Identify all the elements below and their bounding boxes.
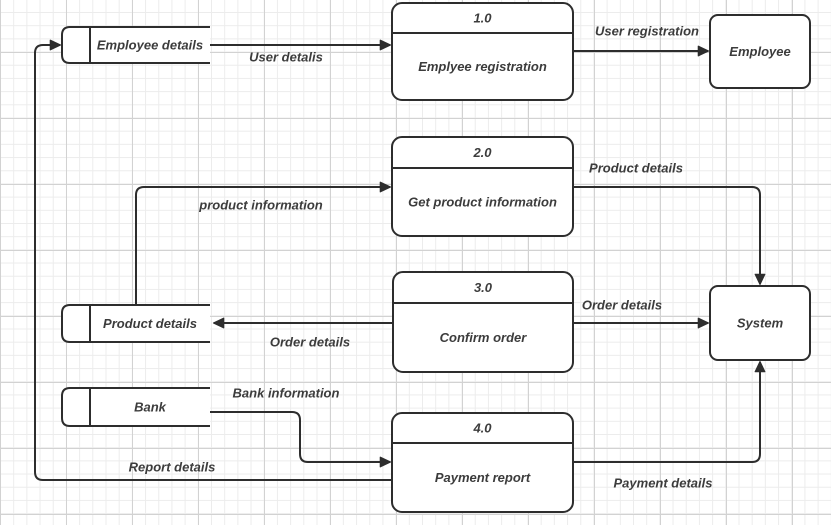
- entity-employee-label: Employee: [729, 44, 790, 59]
- datastore-bank[interactable]: Bank: [61, 387, 210, 427]
- flow-product-details[interactable]: Product details: [573, 161, 766, 286]
- datastore-product-details-label: Product details: [103, 316, 197, 331]
- flow-product-information[interactable]: product information: [135, 181, 392, 305]
- datastore-product-details[interactable]: Product details: [61, 304, 210, 343]
- flow-bank-information-label: Bank information: [233, 386, 340, 401]
- flow-payment-details[interactable]: Payment details: [573, 360, 766, 491]
- flow-bank-information[interactable]: Bank information: [210, 386, 392, 468]
- flow-product-information-line[interactable]: [135, 181, 392, 305]
- process-payment-report-label: Payment report: [435, 470, 531, 485]
- datastore-employee-details-shape[interactable]: [61, 26, 210, 64]
- flow-user-details[interactable]: User detalis: [210, 39, 392, 65]
- flow-order-details-to-system-label: Order details: [582, 298, 662, 313]
- flow-payment-details-label: Payment details: [614, 476, 713, 491]
- datastore-employee-details[interactable]: Employee details: [61, 26, 210, 64]
- flow-user-registration[interactable]: User registration: [573, 24, 710, 57]
- process-employee-registration-number: 1.0: [473, 11, 492, 26]
- flow-order-details-to-store[interactable]: Order details: [212, 317, 393, 350]
- flow-user-details-label: User detalis: [249, 50, 323, 65]
- process-employee-registration-shape[interactable]: [391, 2, 574, 101]
- process-get-product-information-shape[interactable]: [391, 136, 574, 237]
- entity-system-label: System: [737, 316, 784, 331]
- datastore-employee-details-label: Employee details: [97, 38, 203, 53]
- flow-product-information-label: product information: [198, 198, 323, 213]
- flow-bank-information-line[interactable]: [210, 411, 392, 468]
- process-payment-report-number: 4.0: [472, 421, 492, 436]
- flow-user-registration-label: User registration: [595, 24, 699, 39]
- flow-payment-details-line[interactable]: [573, 360, 766, 463]
- flow-report-details-label: Report details: [129, 460, 216, 475]
- flow-order-details-to-store-label: Order details: [270, 335, 350, 350]
- process-get-product-information-number: 2.0: [472, 145, 492, 160]
- flow-report-details[interactable]: Report details: [34, 39, 392, 481]
- flow-report-details-line[interactable]: [34, 39, 392, 481]
- process-employee-registration-label: Emplyee registration: [418, 59, 547, 74]
- entity-employee-shape[interactable]: [709, 14, 811, 89]
- flow-order-details-to-system[interactable]: Order details: [573, 298, 710, 329]
- entity-system[interactable]: System: [709, 285, 811, 361]
- datastore-product-details-shape[interactable]: [61, 304, 210, 343]
- entity-employee[interactable]: Employee: [709, 14, 811, 89]
- flow-product-details-line[interactable]: [573, 186, 766, 286]
- datastore-bank-shape[interactable]: [61, 387, 210, 427]
- process-get-product-information-label: Get product information: [408, 195, 557, 210]
- flow-product-details-label: Product details: [589, 161, 683, 176]
- datastore-bank-label: Bank: [134, 400, 167, 415]
- process-confirm-order-label: Confirm order: [440, 330, 528, 345]
- entity-system-shape[interactable]: [709, 285, 811, 361]
- process-payment-report-shape[interactable]: [391, 412, 574, 513]
- process-confirm-order-number: 3.0: [474, 280, 493, 295]
- process-confirm-order-shape[interactable]: [392, 271, 574, 373]
